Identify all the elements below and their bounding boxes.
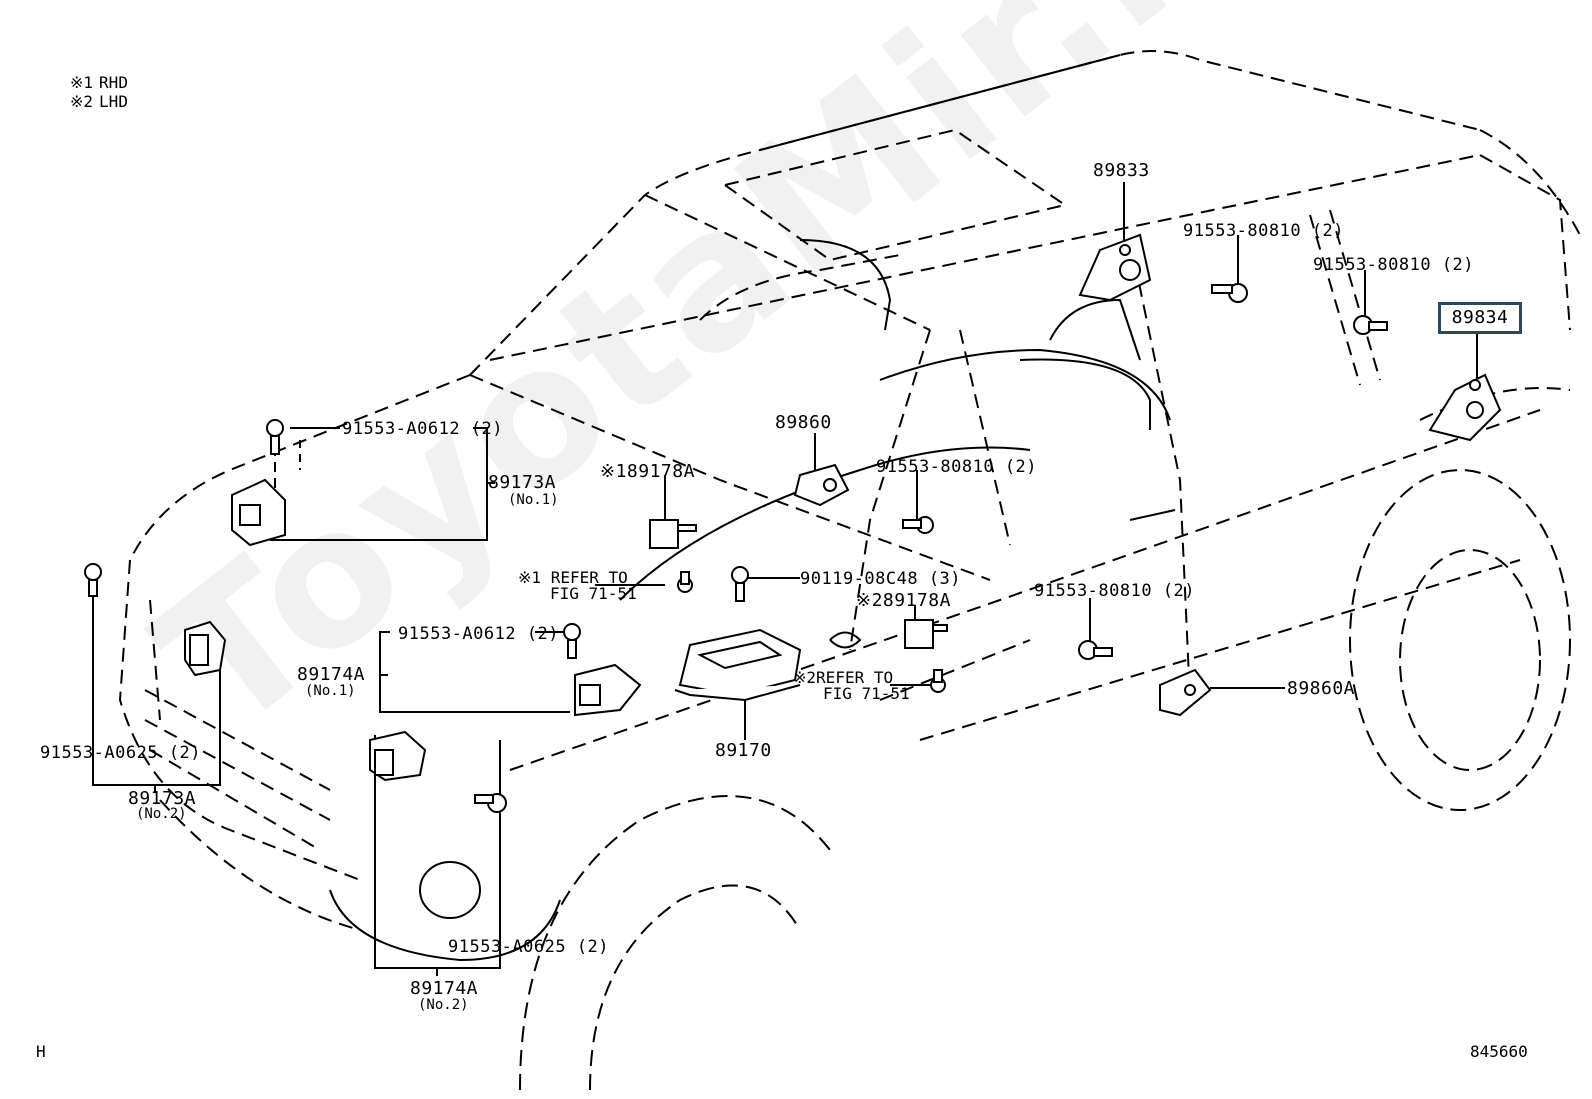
sensor-89174A-no1: [574, 663, 642, 717]
bolt: [930, 669, 946, 693]
part-label-89860[interactable]: 89860: [775, 412, 832, 433]
sensor-89174A-no2: [369, 730, 427, 782]
fastener-label-89833[interactable]: 91553-80810 (2): [1183, 221, 1345, 241]
sensor-89860A: [1159, 668, 1212, 717]
vehicle-body-outline: [118, 50, 1581, 931]
sensor-89178A-lhd: [904, 619, 948, 649]
components: [184, 233, 1502, 782]
part-qualifier-89174A-no1: (No.1): [305, 683, 356, 699]
bolt: [266, 419, 284, 455]
bolt: [84, 563, 102, 597]
bolt: [474, 793, 507, 813]
part-label-89833[interactable]: 89833: [1093, 160, 1150, 181]
reference-note-rhd[interactable]: ※1 REFER TO FIG 71-51: [518, 568, 637, 603]
ecu-89170: [674, 628, 802, 702]
part-label-89174A-no2[interactable]: 89174A: [410, 978, 479, 999]
bolt: [677, 571, 693, 593]
part-label-89860A[interactable]: 89860A: [1287, 678, 1356, 699]
fastener-label-89174A-no1[interactable]: 91553-A0612 (2): [398, 624, 560, 644]
footer-figure-number: 845660: [1470, 1042, 1528, 1061]
sensor-89173A-no2: [184, 620, 227, 677]
leader-lines: [92, 182, 1478, 976]
solid-details: [329, 54, 1176, 962]
fastener-label-89860[interactable]: 91553-80810 (2): [876, 457, 1038, 477]
reference-note-lhd[interactable]: ※2REFER TO FIG 71-51: [793, 668, 910, 703]
fastener-label-89860A[interactable]: 91553-80810 (2): [1034, 581, 1196, 601]
bolt: [1211, 283, 1248, 303]
part-label-89834-highlighted[interactable]: 89834: [1438, 302, 1522, 334]
fastener-label-89170[interactable]: 90119-08C48 (3): [800, 569, 962, 589]
part-qualifier-89174A-no2: (No.2): [418, 997, 469, 1013]
part-label-89170[interactable]: 89170: [715, 740, 772, 761]
part-qualifier-89173A-no1: (No.1): [508, 492, 559, 508]
part-qualifier-89173A-no2: (No.2): [136, 806, 187, 822]
part-label-89178A-lhd[interactable]: ※289178A: [856, 590, 951, 611]
bolt: [902, 516, 934, 534]
footer-left-code: H: [36, 1042, 46, 1061]
sensor-89833: [1078, 233, 1152, 302]
bolt: [1078, 640, 1113, 660]
fastener-label-89174A-no2[interactable]: 91553-A0625 (2): [448, 937, 610, 957]
sensor-89178A-rhd: [649, 519, 697, 549]
bolt: [563, 623, 581, 659]
fastener-label-89834[interactable]: 91553-80810 (2): [1313, 255, 1475, 275]
sensor-89173A-no1: [231, 478, 286, 547]
wheel-outlines: [519, 469, 1571, 1091]
fastener-label-89173A-no2[interactable]: 91553-A0625 (2): [40, 743, 202, 763]
part-label-89173A-no2[interactable]: 89173A: [128, 788, 197, 809]
part-label-89174A-no1[interactable]: 89174A: [297, 664, 366, 685]
bolts: [84, 283, 1388, 813]
sensor-89834: [1428, 373, 1502, 442]
part-label-89178A-rhd[interactable]: ※189178A: [600, 461, 695, 482]
fastener-label-89173A-no1[interactable]: 91553-A0612 (2): [342, 419, 504, 439]
part-label-89173A-no1[interactable]: 89173A: [488, 472, 557, 493]
bolt: [1353, 315, 1388, 335]
bolt: [731, 566, 749, 602]
sensor-89860: [793, 463, 850, 507]
